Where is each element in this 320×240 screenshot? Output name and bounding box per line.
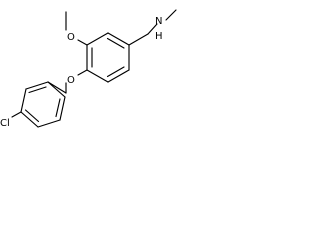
bond-ring-b-2 — [20, 88, 27, 113]
bond-ring-b-3 — [20, 111, 39, 128]
bond-ring-to-ether-o — [77, 69, 88, 76]
methoxy-oxygen-label: O — [67, 32, 75, 43]
chemical-structure-diagram: O O N H Cl — [0, 9, 177, 129]
bond-ring-b-1 — [25, 81, 49, 90]
double-bond-ring-a-1 — [106, 37, 125, 49]
double-bond-ring-b-1 — [28, 86, 47, 94]
methylaminomethyl-chain — [128, 9, 177, 46]
double-bond-ring-b-3 — [55, 98, 61, 118]
bond-ring-b-4 — [37, 119, 61, 128]
bond-ring-to-ch2 — [128, 33, 149, 46]
bond-ring-a-4 — [86, 69, 109, 83]
left-benzene-ring — [11, 81, 66, 128]
methoxy-group — [65, 11, 88, 46]
bond-ring-to-cl — [11, 111, 22, 118]
bond-ring-a-1 — [107, 32, 130, 46]
double-bond-ring-b-2 — [24, 109, 40, 123]
bond-ch2-to-ring — [47, 81, 67, 94]
bond-ring-a-6 — [86, 32, 109, 46]
bond-ring-b-5 — [59, 96, 66, 121]
ether-oxygen-label: O — [67, 75, 75, 86]
right-benzene-ring — [86, 32, 130, 83]
chlorine-label: Cl — [0, 118, 10, 129]
double-bond-ring-a-2 — [106, 66, 125, 78]
bond-ring-a-3 — [107, 69, 130, 83]
benzyl-ether-link — [47, 69, 88, 94]
bond-ring-to-methoxy-o — [77, 39, 88, 46]
bond-ch2-to-n — [147, 23, 158, 35]
bond-ring-b-6 — [47, 81, 66, 98]
bond-n-to-methyl — [165, 9, 177, 21]
amine-hydrogen-label: H — [155, 31, 163, 42]
amine-nitrogen-label: N — [155, 16, 162, 27]
